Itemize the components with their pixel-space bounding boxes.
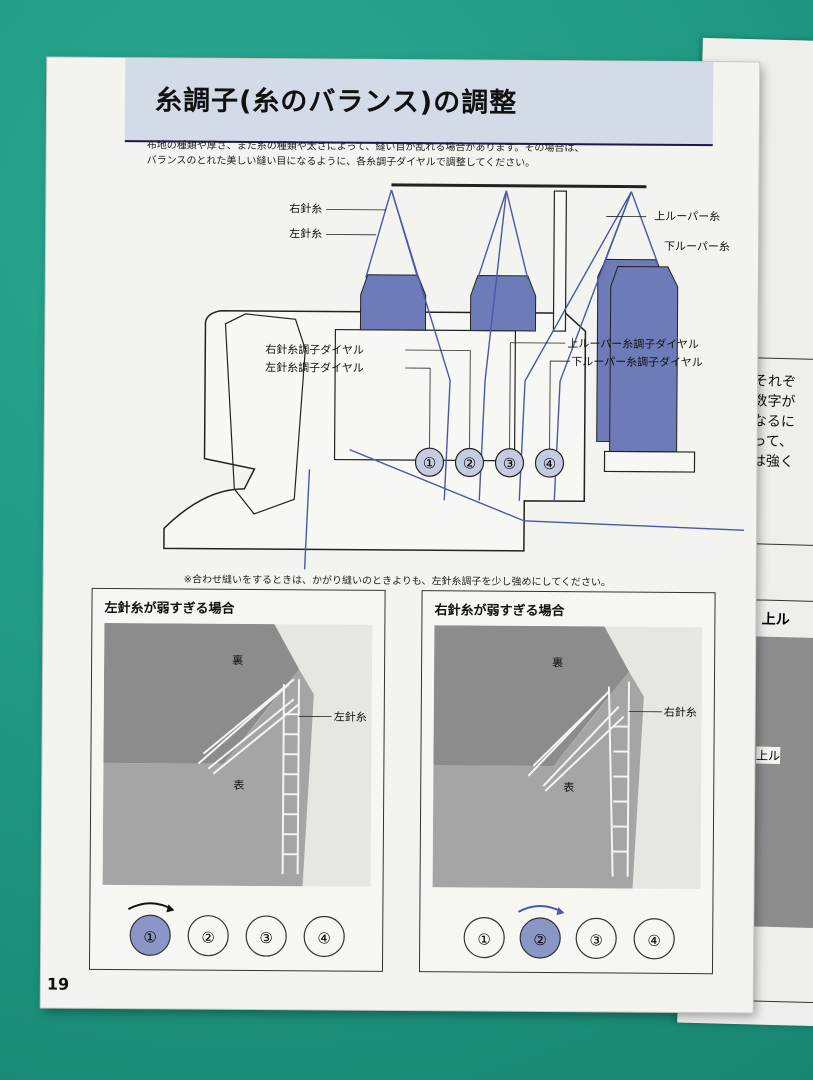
panel-title: 左針糸が弱すぎる場合 [104, 600, 235, 617]
label-thread: 左針糸 [334, 710, 367, 724]
stitches [197, 678, 300, 875]
note-text: ※合わせ縫いをするときは、かがり縫いのときよりも、左針糸調子を少し強めにしてくだ… [183, 574, 611, 589]
label-lower-dial: 下ルーパー糸調子ダイヤル [571, 354, 703, 369]
dial-mark: ② [533, 931, 547, 949]
thread-line [477, 190, 529, 280]
fabric-front [432, 671, 644, 889]
arrow-icon [127, 902, 173, 911]
stitch-line [282, 713, 299, 856]
machine-front-cover [224, 313, 306, 515]
thread-stand-pole [552, 190, 568, 332]
thread-line [349, 448, 747, 534]
stitch-line [197, 679, 300, 875]
intro-text: 布地の種類や厚さ、また糸の種類や太さによって、縫い目が乱れる場合があります。その… [147, 138, 707, 172]
thread-stand-rod [391, 183, 647, 189]
thread-line [603, 191, 659, 265]
dial-option [463, 916, 505, 959]
leader-line [549, 361, 551, 450]
dial-option [187, 915, 229, 957]
arrow-head-icon [166, 904, 175, 913]
right-panel-fabric [747, 636, 813, 930]
dial-option-selected [519, 917, 561, 959]
label-upper-looper: 上ルーパー糸 [654, 210, 720, 223]
thread-line [390, 189, 451, 501]
label-back: 裏 [232, 653, 243, 667]
fabric-back [433, 625, 630, 767]
title-band: 糸調子(糸のバランス)の調整 [124, 58, 714, 147]
leader-line [509, 342, 511, 449]
fabric-back [103, 622, 300, 764]
stitch-line [532, 695, 625, 792]
leader-line [429, 368, 431, 449]
arrow-icon [517, 904, 563, 914]
label-right-dial: 右針糸調子ダイヤル [265, 342, 364, 357]
label-thread: 右針糸 [664, 705, 697, 719]
dial-mark: ④ [647, 932, 661, 950]
dial-mark: ④ [543, 455, 557, 473]
dial-mark: ③ [503, 455, 517, 473]
dial-mark: ③ [589, 931, 603, 949]
dial-mark: ④ [317, 929, 331, 947]
label-front: 表 [233, 778, 244, 792]
label-back: 裏 [552, 655, 563, 669]
leader-lines [326, 209, 647, 450]
manual-page: 糸調子(糸のバランス)の調整 布地の種類や厚さ、また糸の種類や太さによって、縫い… [40, 57, 760, 1013]
label-left-dial: 左針糸調子ダイヤル [265, 360, 364, 375]
stitch-line [527, 681, 630, 877]
page-title: 糸調子(糸のバランス)の調整 [154, 85, 518, 119]
dial-option [575, 917, 617, 959]
dial-option [633, 918, 675, 960]
label-lower-looper: 下ルーパー糸 [664, 240, 730, 253]
thread-line [365, 189, 419, 279]
label-upper-dial: 上ルーパー糸調子ダイヤル [567, 336, 699, 351]
dial-mark: ① [143, 928, 157, 946]
stitches [527, 681, 630, 877]
serger-diagram: ① ② ③ ④ 右針糸 左針糸 上ルーパー糸 下ルーパー糸 右針糸調子ダイヤル … [163, 183, 747, 573]
dial-indicator: ① ② ③ ④ [127, 902, 345, 958]
dial-mark: ① [423, 454, 437, 472]
cone-left-needle [469, 275, 537, 332]
dial-option [303, 915, 345, 958]
dial-mark: ② [463, 454, 477, 472]
thread-line [302, 469, 311, 573]
dial-option-selected [129, 914, 171, 956]
stitch-figure: 裏 表 左針糸 [102, 622, 373, 887]
dial-indicator: ① ② ③ ④ [463, 904, 675, 960]
right-panel-title: 上ル [761, 611, 790, 629]
cone-base [603, 450, 696, 473]
tension-dials: ① ② ③ ④ [414, 447, 565, 478]
cone-right-needle [359, 274, 427, 331]
leader-line [469, 350, 471, 449]
dial-mark: ② [201, 929, 215, 947]
dial-option [245, 915, 287, 957]
stitch-line [612, 725, 629, 853]
panel-left-weak: 左針糸が弱すぎる場合 裏 表 左針糸 ① ② ③ ④ [88, 587, 386, 972]
page-number: 19 [46, 974, 70, 994]
panel-right-weak: 右針糸が弱すぎる場合 裏 表 右針糸 ① ② ③ ④ [418, 590, 716, 975]
right-panel-label: 上ル [755, 746, 781, 765]
arrow-head-icon [556, 907, 565, 916]
dial-mark: ③ [259, 929, 273, 947]
label-right-needle: 右針糸 [289, 201, 322, 215]
dial-mark: ① [477, 931, 491, 949]
panel-title: 右針糸が弱すぎる場合 [434, 603, 565, 620]
stitch-figure: 裏 表 右針糸 [432, 625, 703, 890]
label-front: 表 [563, 780, 574, 794]
fabric-front [102, 669, 314, 887]
stitch-line [202, 678, 300, 775]
label-left-needle: 左針糸 [289, 226, 322, 240]
